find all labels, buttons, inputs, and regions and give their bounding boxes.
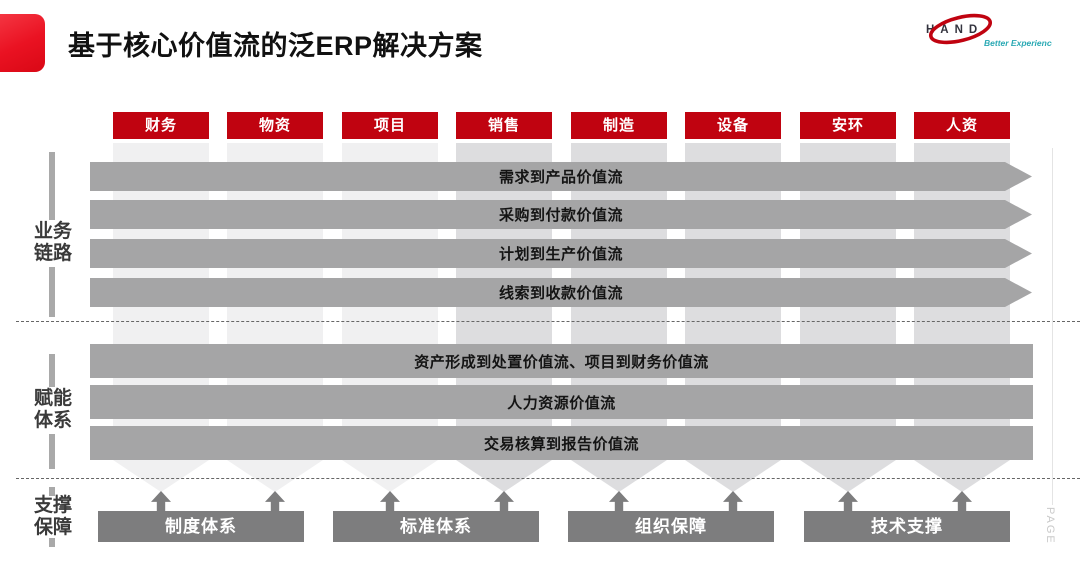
title-accent-bar [0,14,45,72]
page-title: 基于核心价值流的泛ERP解决方案 [68,31,483,61]
up-arrow-icon [609,491,629,512]
column-header-sales: 销售 [456,112,552,139]
rail-segment [49,152,55,220]
dashed-divider [16,321,1080,322]
up-arrow-icon [838,491,858,512]
section-label-support: 支撑 保障 [33,495,72,538]
up-arrow-icon [952,491,972,512]
value-stream-bar: 资产形成到处置价值流、项目到财务价值流 [90,344,1033,378]
rail-segment [49,267,55,317]
up-arrow-icon [265,491,285,512]
logo-swoosh-icon [928,13,993,45]
column-header-ehs: 安环 [800,112,896,139]
value-stream-bar: 交易核算到报告价值流 [90,426,1033,460]
rail-segment [49,354,55,387]
value-stream-arrow: 采购到付款价值流 [90,200,1032,229]
value-stream-bar: 人力资源价值流 [90,385,1033,419]
up-arrow-icon [151,491,171,512]
column-header-finance: 财务 [113,112,209,139]
column-header-hr: 人资 [914,112,1010,139]
value-stream-arrow: 线索到收款价值流 [90,278,1032,307]
column-header-manufacturing: 制造 [571,112,667,139]
section-label-business-chain: 业务 链路 [33,221,72,264]
up-arrow-icon [494,491,514,512]
support-box: 制度体系 [98,511,304,542]
dashed-divider [16,478,1080,479]
rail-segment [49,538,55,547]
page-marker: PAGE [1044,507,1056,545]
column-header-project: 项目 [342,112,438,139]
value-stream-arrow: 计划到生产价值流 [90,239,1032,268]
support-box: 技术支撑 [804,511,1010,542]
rail-segment [49,487,55,496]
support-box: 组织保障 [568,511,774,542]
logo-tagline: Better Experience [984,38,1052,48]
hand-logo: HAND Better Experience [926,13,1052,48]
column-header-materials: 物资 [227,112,323,139]
section-label-enable-system: 赋能 体系 [33,388,72,431]
up-arrow-icon [723,491,743,512]
up-arrow-icon [380,491,400,512]
rail-segment [49,434,55,469]
value-stream-arrow: 需求到产品价值流 [90,162,1032,191]
page-divider-line [1052,148,1053,505]
column-header-equipment: 设备 [685,112,781,139]
support-box: 标准体系 [333,511,539,542]
